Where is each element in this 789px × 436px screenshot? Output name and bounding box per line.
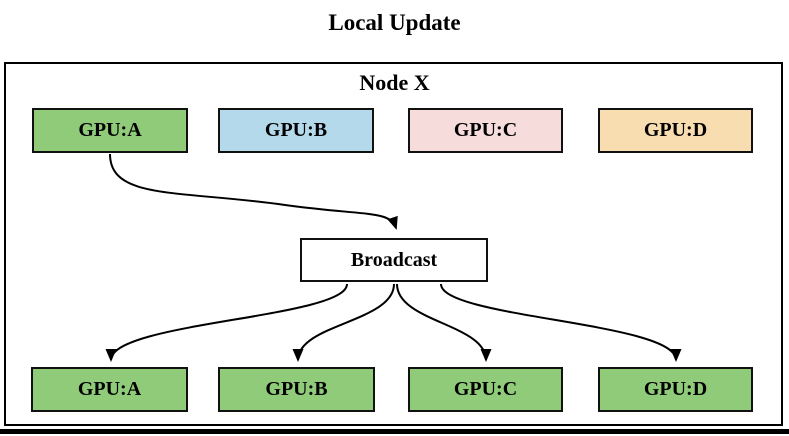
bottom-divider <box>0 429 789 434</box>
gpu-box-label: GPU:A <box>78 119 142 141</box>
gpu-box-bottom-a: GPU:A <box>31 367 188 412</box>
broadcast-label: Broadcast <box>350 248 438 271</box>
gpu-box-label: GPU:B <box>265 378 328 400</box>
gpu-box-label: GPU:C <box>453 378 518 400</box>
gpu-box-top-a: GPU:A <box>32 108 188 153</box>
gpu-box-top-c: GPU:C <box>408 108 563 153</box>
gpu-box-label: GPU:D <box>643 119 708 141</box>
broadcast-box: Broadcast <box>300 238 488 282</box>
gpu-box-bottom-b: GPU:B <box>218 367 375 412</box>
gpu-box-bottom-c: GPU:C <box>408 367 563 412</box>
gpu-box-top-d: GPU:D <box>598 108 753 153</box>
gpu-box-label: GPU:A <box>77 378 142 400</box>
gpu-box-top-b: GPU:B <box>218 108 374 153</box>
diagram-title: Local Update <box>328 10 461 35</box>
gpu-box-label: GPU:C <box>453 119 518 141</box>
gpu-box-label: GPU:B <box>264 119 328 141</box>
node-label: Node X <box>359 70 430 95</box>
gpu-box-label: GPU:D <box>643 378 708 400</box>
gpu-box-bottom-d: GPU:D <box>598 367 753 412</box>
